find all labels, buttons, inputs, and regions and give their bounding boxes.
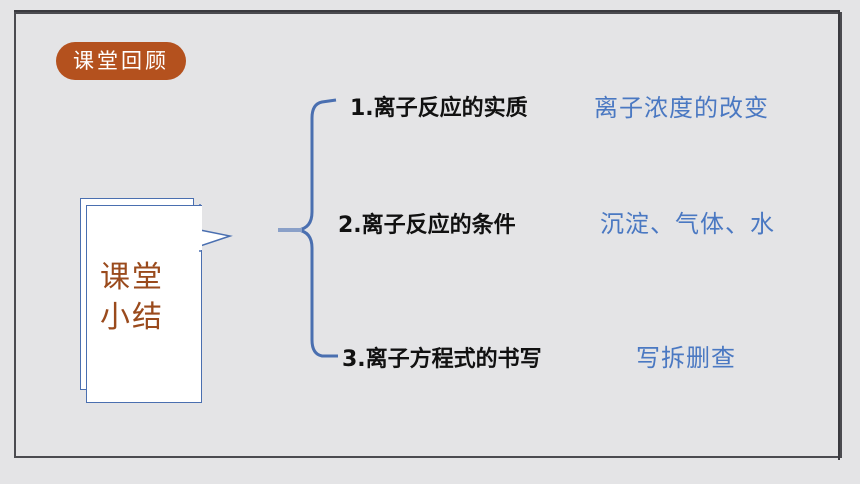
- item-3-answer: 写拆删查: [636, 344, 736, 372]
- brace-connector: [278, 98, 338, 358]
- callout-pointer: [196, 204, 233, 252]
- item-1-label: 1.离子反应的实质: [350, 96, 528, 121]
- item-2-answer: 沉淀、气体、水: [600, 210, 775, 238]
- summary-card: [86, 205, 202, 403]
- frame-right-line: [838, 10, 840, 460]
- review-badge: 课堂回顾: [56, 42, 186, 80]
- card-title-line1: 课堂: [100, 260, 164, 295]
- item-3-label: 3.离子方程式的书写: [342, 347, 542, 372]
- item-2-label: 2.离子反应的条件: [338, 213, 516, 238]
- card-title-line2: 小结: [100, 300, 164, 335]
- summary-card-title: 课堂 小结: [100, 258, 190, 338]
- item-1-answer: 离子浓度的改变: [594, 94, 769, 122]
- slide-frame: [14, 12, 842, 458]
- frame-top-line: [14, 10, 840, 12]
